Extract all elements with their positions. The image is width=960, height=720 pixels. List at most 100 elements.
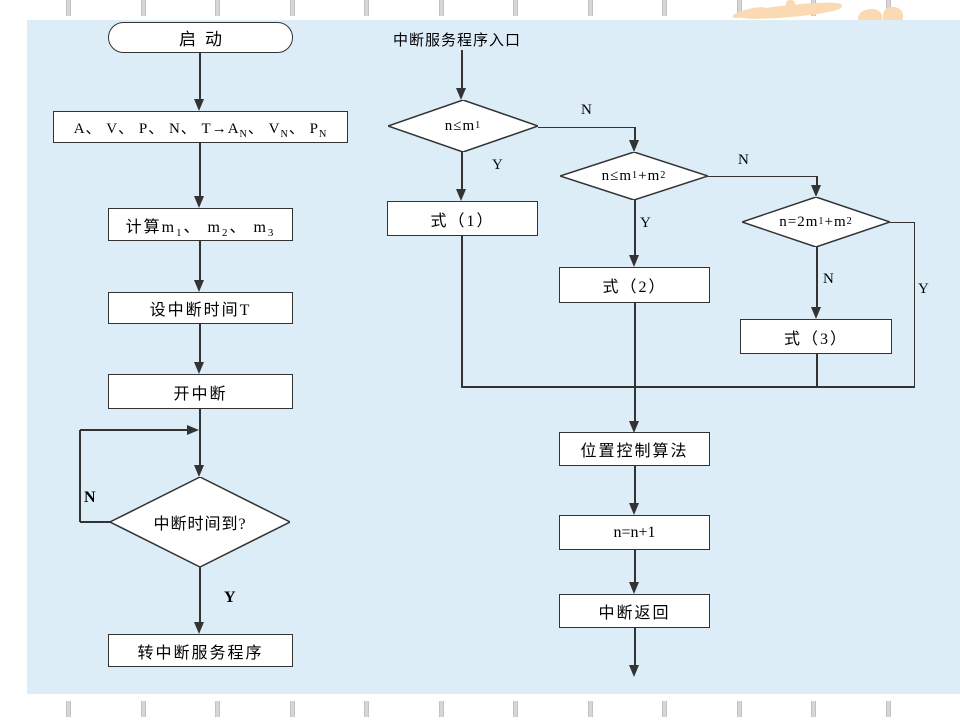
isr-entry-label: 中断服务程序入口 <box>393 33 522 49</box>
init-vars-label: A、 V、 P、 N、 T→AN、 VN、 PN <box>73 120 328 140</box>
connector <box>634 466 636 504</box>
start-label: 启动 <box>179 30 231 49</box>
ruler-tick <box>290 701 295 717</box>
arrowhead <box>629 665 639 677</box>
arrowhead <box>811 307 821 319</box>
connector <box>461 236 463 387</box>
arrowhead <box>629 582 639 594</box>
arrowhead <box>629 421 639 433</box>
watermark-shape <box>881 5 905 20</box>
formula-2-box: 式（2） <box>559 267 710 303</box>
arrowhead <box>456 88 466 100</box>
formula-3-label: 式（3） <box>783 330 848 348</box>
connector <box>199 53 201 100</box>
interrupt-return-box: 中断返回 <box>559 594 710 628</box>
goto-isr-label: 转中断服务程序 <box>137 644 264 662</box>
calc-box: 计算m1、 m2、 m3 <box>108 208 293 241</box>
branch-label-n: N <box>823 271 834 287</box>
calc-label: 计算m1、 m2、 m3 <box>125 218 276 239</box>
connector <box>816 354 818 387</box>
ruler-tick <box>141 0 146 16</box>
connector <box>708 175 817 177</box>
connector <box>461 50 463 89</box>
ruler-tick <box>439 0 444 16</box>
position-control-box: 位置控制算法 <box>559 432 710 466</box>
connector <box>816 247 818 308</box>
ruler-tick <box>588 0 593 16</box>
position-control-label: 位置控制算法 <box>580 443 689 460</box>
ruler-tick <box>215 701 220 717</box>
connector <box>634 127 636 141</box>
set-timer-box: 设中断时间T <box>108 292 293 324</box>
connector <box>199 324 201 363</box>
watermark-shape <box>786 0 795 10</box>
merge-connector <box>461 386 915 388</box>
start-node: 启动 <box>108 22 293 53</box>
loop-connector <box>80 521 111 523</box>
init-vars-box: A、 V、 P、 N、 T→AN、 VN、 PN <box>53 111 348 143</box>
connector <box>461 152 463 190</box>
formula-2-label: 式（2） <box>602 279 667 296</box>
arrowhead <box>629 503 639 515</box>
ruler-tick <box>811 701 816 717</box>
arrowhead <box>194 362 204 374</box>
ruler-tick <box>364 0 369 16</box>
timer-decision-diamond: 中断时间到? <box>110 477 290 567</box>
ruler-tick <box>66 0 71 16</box>
branch-label-y: Y <box>918 281 929 297</box>
connector <box>199 567 201 623</box>
arrowhead <box>194 465 204 477</box>
enable-interrupt-box: 开中断 <box>108 374 293 409</box>
ruler-tick <box>290 0 295 16</box>
arrowhead <box>194 280 204 292</box>
arrowhead <box>811 185 821 197</box>
increment-label: n=n+1 <box>613 523 656 541</box>
interrupt-return-label: 中断返回 <box>598 605 671 622</box>
formula-3-box: 式（3） <box>740 319 892 354</box>
ruler-tick <box>588 701 593 717</box>
ruler-tick <box>513 701 518 717</box>
connector <box>538 126 635 128</box>
connector <box>913 222 916 387</box>
arrowhead <box>629 140 639 152</box>
formula-1-box: 式（1） <box>387 201 538 236</box>
branch-label-n: N <box>738 152 749 168</box>
ruler-tick <box>364 701 369 717</box>
loop-connector <box>80 429 188 431</box>
arrowhead <box>187 424 199 435</box>
ruler-tick <box>439 701 444 717</box>
goto-isr-box: 转中断服务程序 <box>108 634 293 667</box>
connector <box>634 303 636 422</box>
ruler-tick <box>737 701 742 717</box>
ruler-tick <box>215 0 220 16</box>
ruler-tick <box>662 701 667 717</box>
arrowhead <box>456 189 466 201</box>
arrowhead <box>194 622 204 634</box>
increment-box: n=n+1 <box>559 515 710 550</box>
connector <box>634 550 636 583</box>
branch-label-n: N <box>581 102 592 118</box>
connector <box>199 409 201 466</box>
connector <box>199 241 201 281</box>
connector <box>890 221 915 223</box>
connector <box>816 176 818 186</box>
connector <box>634 628 636 665</box>
ruler-tick <box>141 701 146 717</box>
ruler-tick <box>886 701 891 717</box>
watermark-shape <box>857 7 883 20</box>
loop-connector <box>79 430 81 522</box>
branch-label-y: Y <box>492 157 503 173</box>
branch-label-y: Y <box>224 589 236 606</box>
arrowhead <box>194 99 204 111</box>
branch-label-y: Y <box>640 215 651 231</box>
ruler-tick <box>662 0 667 16</box>
connector <box>634 200 636 256</box>
branch-label-n: N <box>84 489 96 506</box>
